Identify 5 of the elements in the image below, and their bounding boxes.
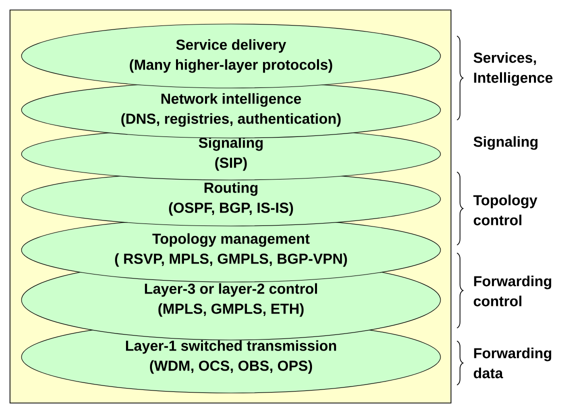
group-label: Signaling [474,136,538,150]
group-label: Forwarding control [474,276,552,306]
group-label: Services, Intelligence [474,52,552,86]
group-label: Topology control [473,194,538,226]
group-label: Forwarding data [474,348,552,378]
